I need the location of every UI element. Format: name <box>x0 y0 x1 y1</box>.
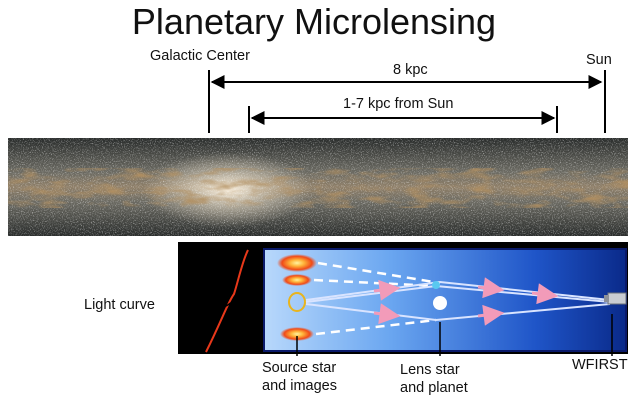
source-label-line1: Source star <box>262 360 337 376</box>
image-ray-top <box>317 261 441 285</box>
image-ray-bottom <box>315 318 437 336</box>
light-curve-label: Light curve <box>84 297 155 313</box>
milky-way-picture <box>8 138 628 236</box>
ray-arrow-1 <box>373 279 401 301</box>
lens-label-line1: Lens star <box>400 362 460 378</box>
source-label-line2: and images <box>262 378 337 394</box>
lens-star <box>433 296 447 310</box>
light-curve <box>205 249 249 353</box>
distance-8kpc-label: 8 kpc <box>393 62 428 78</box>
page-title: Planetary Microlensing <box>131 1 497 42</box>
sun-label: Sun <box>586 52 612 68</box>
microlensing-diagram <box>178 242 628 354</box>
distance-lens-label: 1-7 kpc from Sun <box>343 96 454 112</box>
milky-way-image <box>8 138 628 236</box>
telescope-label: WFIRST <box>572 357 628 373</box>
ray-arrow-2 <box>477 277 505 299</box>
light-curve-pointer <box>178 297 237 307</box>
galactic-center-label: Galactic Center <box>150 48 250 64</box>
distance-scale <box>208 70 606 133</box>
ray-arrow-3 <box>531 283 559 305</box>
source-image-upper <box>282 274 312 286</box>
source-image-bottom <box>280 327 314 341</box>
ray-arrow-5 <box>477 304 505 326</box>
lens-label-line2: and planet <box>400 380 468 396</box>
microlensing-figure <box>178 242 628 354</box>
ray-arrow-4 <box>373 303 401 325</box>
source-image-top <box>277 254 317 272</box>
image-ray-upper <box>313 278 437 288</box>
source-star <box>288 292 306 312</box>
planet <box>432 281 440 289</box>
telescope-icon <box>604 292 627 305</box>
ray-lower <box>305 303 611 322</box>
